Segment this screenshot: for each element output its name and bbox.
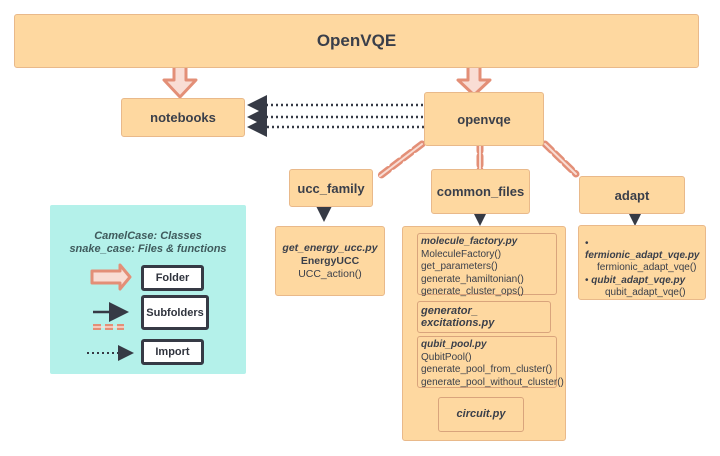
adapt-contents: • fermionic_adapt_vqe.py fermionic_adapt… [578,225,706,300]
adapt-entry: • qubit_adapt_vqe.py qubit_adapt_vqe() [585,275,686,299]
file-name: get_energy_ucc.py [282,241,378,254]
legend-line-camelcase: CamelCase: Classes [94,230,202,242]
ucc-family-contents: get_energy_ucc.py EnergyUCC UCC_action() [275,226,385,296]
node-label: common_files [436,184,525,199]
bullet: • [585,275,589,286]
file-name: circuit.py [456,408,506,421]
legend-folder-box: Folder [141,265,204,291]
node-common-files: common_files [431,169,530,214]
root-title: OpenVQE [316,31,397,50]
node-label: notebooks [150,110,216,125]
legend-symbols [87,263,134,361]
node-label: ucc_family [297,180,365,196]
function-name: generate_hamiltonian() [421,273,524,285]
function-name: generate_pool_from_cluster() [421,364,553,375]
legend-label: Subfolders [146,306,204,319]
file-name: qubit_pool.py [421,339,487,350]
legend-subfolders-box: Subfolders [141,295,209,330]
node-openvqe: openvqe [424,92,544,146]
legend-line-snakecase: snake_case: Files & functions [69,243,227,255]
legend-folder-arrow-icon [90,263,132,291]
import-arrows [247,95,424,137]
legend-label: Import [155,346,190,358]
file-molecule-factory: molecule_factory.py MoleculeFactory() ge… [417,233,557,297]
common-files-contents: molecule_factory.py MoleculeFactory() ge… [402,226,566,441]
root-node-openvqe: OpenVQE [14,14,699,68]
adapt-entry: • fermionic_adapt_vqe.py fermionic_adapt… [585,238,705,274]
node-adapt: adapt [579,176,685,214]
function-name: MoleculeFactory() [421,248,502,260]
file-name: fermionic_adapt_vqe.py [585,250,700,261]
legend-import-box: Import [141,339,204,365]
class-name: EnergyUCC [300,254,360,267]
legend-label: Folder [155,272,190,284]
file-name: qubit_adapt_vqe.py [591,275,686,286]
file-generator-excitations: generator_ excitations.py [417,301,551,333]
function-name: fermionic_adapt_vqe() [597,262,697,273]
node-label: adapt [614,187,650,203]
function-name: generate_cluster_ops() [421,286,524,297]
function-name: generate_pool_without_cluster() [421,376,564,388]
file-name: generator_ excitations.py [421,304,495,330]
node-label: openvqe [457,111,511,127]
legend: CamelCase: Classes snake_case: Files & f… [50,205,246,374]
file-qubit-pool: qubit_pool.py QubitPool() generate_pool_… [417,336,564,388]
file-name: molecule_factory.py [421,236,518,247]
function-name: QubitPool() [421,351,472,363]
bullet: • [585,238,589,249]
node-notebooks: notebooks [121,98,245,137]
node-ucc-family: ucc_family [289,169,373,207]
function-name: get_parameters() [421,261,498,272]
file-circuit: circuit.py [438,397,524,432]
function-name: qubit_adapt_vqe() [605,287,686,298]
function-name: UCC_action() [298,267,362,280]
